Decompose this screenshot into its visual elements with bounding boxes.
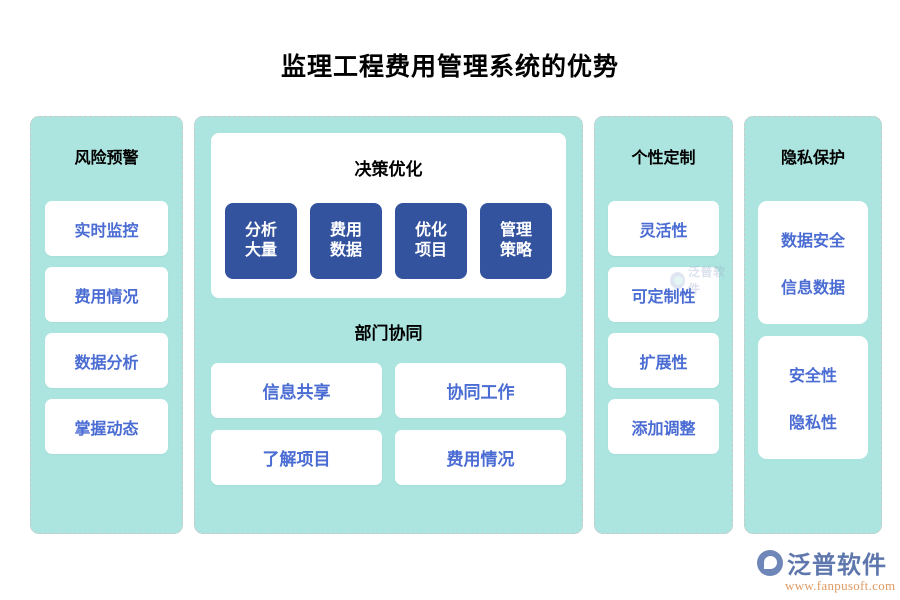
blue-box-line2: 项目 bbox=[414, 242, 447, 259]
privacy-card-line1: 安全性 bbox=[788, 368, 837, 385]
brand-row: 泛普软件 bbox=[757, 545, 887, 580]
list-item[interactable]: 费用情况 bbox=[45, 267, 168, 322]
decision-blue-box-row: 分析 大量 费用 数据 优化 项目 管理 策略 bbox=[225, 203, 552, 279]
decision-optimization-card: 决策优化 分析 大量 费用 数据 优化 项目 管理 策略 bbox=[211, 133, 566, 298]
list-item[interactable]: 信息共享 bbox=[211, 363, 382, 418]
panel-personalization: 个性定制 灵活性 可定制性 扩展性 添加调整 泛普软件 bbox=[594, 116, 733, 534]
list-item[interactable]: 扩展性 bbox=[608, 333, 719, 388]
list-item[interactable]: 数据分析 bbox=[45, 333, 168, 388]
blue-box[interactable]: 优化 项目 bbox=[395, 203, 467, 279]
page-title: 监理工程费用管理系统的优势 bbox=[280, 53, 619, 81]
list-item[interactable]: 灵活性 bbox=[608, 201, 719, 256]
privacy-card-list: 数据安全 信息数据 安全性 隐私性 bbox=[745, 201, 881, 459]
risk-item-list: 实时监控 费用情况 数据分析 掌握动态 bbox=[31, 201, 182, 454]
list-item[interactable]: 费用情况 bbox=[395, 430, 566, 485]
brand-url: www.fanpusoft.com bbox=[785, 578, 896, 593]
list-item[interactable]: 实时监控 bbox=[45, 201, 168, 256]
blue-box-line1: 费用 bbox=[329, 222, 362, 240]
blue-box-line2: 策略 bbox=[499, 242, 532, 259]
blue-box[interactable]: 费用 数据 bbox=[310, 203, 382, 279]
panel-heading-collaboration: 部门协同 bbox=[354, 324, 423, 343]
list-item[interactable]: 掌握动态 bbox=[45, 399, 168, 454]
panel-heading-custom: 个性定制 bbox=[631, 150, 696, 167]
blue-box[interactable]: 分析 大量 bbox=[225, 203, 297, 279]
blue-box-line2: 数据 bbox=[329, 242, 362, 259]
advantages-board: 风险预警 实时监控 费用情况 数据分析 掌握动态 决策优化 分析 大量 费用 数… bbox=[30, 116, 883, 534]
list-item[interactable]: 数据安全 信息数据 bbox=[758, 201, 868, 324]
blue-box-line1: 分析 bbox=[244, 222, 277, 240]
list-item[interactable]: 添加调整 bbox=[608, 399, 719, 454]
panel-risk-warning: 风险预警 实时监控 费用情况 数据分析 掌握动态 bbox=[30, 116, 183, 534]
list-item[interactable]: 可定制性 bbox=[608, 267, 719, 322]
panel-decision-optimization: 决策优化 分析 大量 费用 数据 优化 项目 管理 策略 bbox=[194, 116, 583, 534]
privacy-card-line2: 信息数据 bbox=[780, 280, 845, 297]
blue-box-line1: 管理 bbox=[499, 222, 532, 240]
panel-privacy-protection: 隐私保护 数据安全 信息数据 安全性 隐私性 bbox=[744, 116, 882, 534]
blue-box-line2: 大量 bbox=[244, 242, 277, 259]
privacy-card-line1: 数据安全 bbox=[780, 233, 845, 250]
list-item[interactable]: 安全性 隐私性 bbox=[758, 336, 868, 459]
list-item[interactable]: 了解项目 bbox=[211, 430, 382, 485]
blue-box[interactable]: 管理 策略 bbox=[480, 203, 552, 279]
collaboration-item-grid: 信息共享 协同工作 了解项目 费用情况 bbox=[195, 363, 582, 485]
brand-logo: 泛普软件 www.fanpusoft.com bbox=[757, 545, 896, 594]
fanpu-logo-icon bbox=[757, 549, 783, 576]
brand-name: 泛普软件 bbox=[787, 552, 887, 579]
panel-heading-privacy: 隐私保护 bbox=[780, 150, 845, 167]
panel-heading-risk: 风险预警 bbox=[74, 150, 139, 167]
privacy-card-line2: 隐私性 bbox=[788, 415, 837, 432]
custom-item-list: 灵活性 可定制性 扩展性 添加调整 bbox=[595, 201, 732, 454]
list-item[interactable]: 协同工作 bbox=[395, 363, 566, 418]
panel-heading-decision: 决策优化 bbox=[354, 160, 423, 179]
blue-box-line1: 优化 bbox=[414, 222, 447, 240]
